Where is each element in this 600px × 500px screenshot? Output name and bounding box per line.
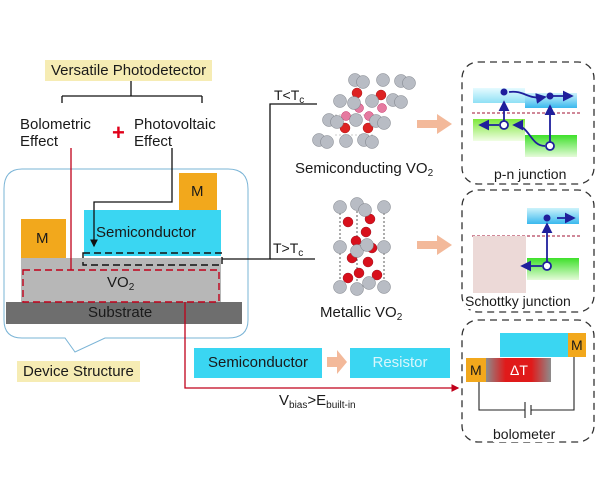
vo2-label: VO2 [107,274,135,293]
bolometer-metal-right: M [571,337,583,353]
plus-sign: + [112,120,125,145]
title-bracket [61,80,203,103]
metallic-vo2-label: Metallic VO2 [320,304,403,323]
substrate-label: Substrate [88,304,153,321]
semiconducting-vo2-crystal [312,73,416,149]
metal-contact-left [21,219,66,258]
bolometric-line2: Effect [20,133,59,150]
low-temp-label: T<Tc [274,87,305,106]
device-callout-bubble [3,168,249,353]
bias-condition-label: Vbias>Ebuilt-in [279,392,356,411]
bolometric-effect-label: Bolometric Effect [20,116,91,150]
vo2-dashed-box [22,269,220,303]
metal-left-label: M [36,230,49,247]
photovoltaic-line2: Effect [134,133,173,150]
semiconductor-box: Semiconductor [194,348,322,378]
arrow-semi-to-resistor [327,350,347,374]
metal-top-label: M [191,183,204,200]
arrow-to-schottky [417,235,452,255]
high-temp-label: T>Tc [273,240,304,259]
schottky-band-diagram [472,208,580,298]
arrow-to-pn [417,114,452,134]
bolometric-line1: Bolometric [20,116,91,133]
bolometer-panel [461,319,595,443]
delta-t-label: ΔT [510,362,528,378]
photovoltaic-arrow [90,148,173,248]
bolometer-metal-left: M [470,362,482,378]
semiconducting-vo2-label: Semiconducting VO2 [295,160,434,179]
schottky-junction-panel [461,189,595,313]
device-structure-caption: Device Structure [17,361,140,382]
resistor-box: Resistor [350,348,450,378]
substrate-layer [6,302,242,324]
vo2-layer [21,258,221,302]
schottky-junction-label: Schottky junction [465,293,571,309]
photovoltaic-effect-label: Photovoltaic Effect [134,116,216,150]
semiconductor-label: Semiconductor [96,224,197,241]
pn-junction-panel [461,61,595,185]
bolometer-device [466,333,586,418]
semiconductor-layer [84,210,221,256]
branch-lines [222,103,317,260]
metallic-vo2-crystal [333,197,391,296]
metal-contact-top [179,173,217,210]
bolometer-label: bolometer [493,426,556,442]
bias-red-arrow [184,302,460,392]
pn-junction-label: p-n junction [494,166,567,182]
title-label: Versatile Photodetector [45,60,213,81]
photovoltaic-line1: Photovoltaic [134,116,216,133]
pn-band-diagram [472,88,580,157]
